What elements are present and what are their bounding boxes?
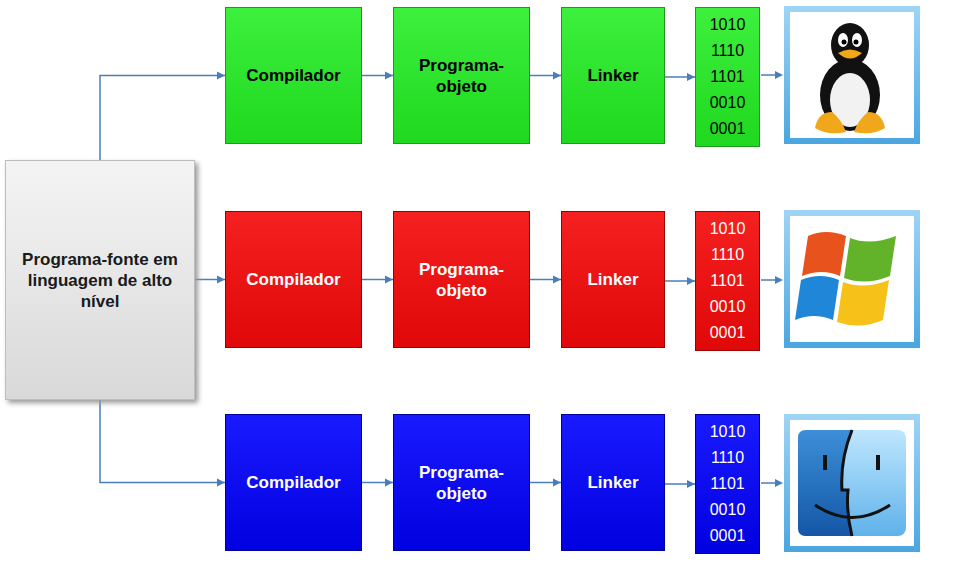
flow-arrow [665,73,695,81]
box-label: Programa-objeto [406,259,518,301]
source-box: Programa-fonte em linguagem de alto níve… [5,160,195,400]
binary-code: 1010 1110 1101 0010 0001 [705,419,751,549]
process-box: Linker [561,414,665,551]
process-box: Programa-objeto [393,7,530,144]
box-label: Programa-fonte em linguagem de alto níve… [18,249,183,312]
flow-arrow [665,277,695,285]
process-box: Compilador [225,7,362,144]
process-box: Programa-objeto [393,211,530,348]
flow-arrow [362,72,393,80]
linux-icon [784,6,920,144]
flow-arrow [530,72,561,80]
mac-finder-icon [784,414,920,552]
flow-arrow [530,276,561,284]
flow-arrow [362,276,393,284]
box-label: Linker [587,269,638,290]
leader-arrow [761,71,783,487]
binary-code: 1010 1110 1101 0010 0001 [705,216,751,346]
windows-icon [784,210,920,348]
box-label: Linker [587,65,638,86]
flow-arrow [665,480,695,488]
flow-arrow [530,479,561,487]
process-box: Compilador [225,414,362,551]
process-box: Compilador [225,211,362,348]
flow-arrow [100,400,225,487]
binary-code-box: 1010 1110 1101 0010 0001 [695,414,760,554]
box-label: Programa-objeto [406,55,518,97]
box-label: Programa-objeto [406,462,518,504]
flow-arrow [195,276,225,284]
process-box: Programa-objeto [393,414,530,551]
box-label: Linker [587,472,638,493]
binary-code: 1010 1110 1101 0010 0001 [705,12,751,142]
process-box: Linker [561,7,665,144]
box-label: Compilador [246,269,340,290]
process-box: Linker [561,211,665,348]
flow-arrow [362,479,393,487]
binary-code-box: 1010 1110 1101 0010 0001 [695,211,760,351]
box-label: Compilador [246,472,340,493]
flow-arrow [100,72,225,161]
box-label: Compilador [246,65,340,86]
binary-code-box: 1010 1110 1101 0010 0001 [695,7,760,147]
